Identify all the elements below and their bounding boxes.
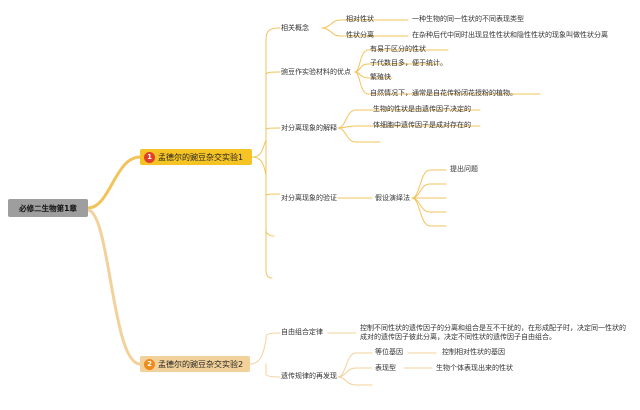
topic-rediscovery[interactable]: 遗传规律的再发现 xyxy=(281,372,337,380)
verification-method[interactable]: 假设演绎法 xyxy=(375,194,410,202)
root-to-branch2-line xyxy=(86,208,142,366)
advantage-item: 繁殖快 xyxy=(370,73,391,81)
law-description: 控制不同性状的遗传因子的分离和组合是互不干扰的，在形成配子时，决定同一性状的成对… xyxy=(360,324,626,341)
root-to-branch1-line xyxy=(86,155,142,210)
root-label: 必修二生物第1章 xyxy=(19,203,77,213)
definition-phenotype: 生物个体表现出来的性状 xyxy=(436,364,513,372)
topic-verification[interactable]: 对分离现象的验证 xyxy=(281,194,337,202)
branch-node-2[interactable]: 2 孟德尔的豌豆杂交实验2 xyxy=(140,356,250,372)
advantage-item: 子代数目多，便于统计。 xyxy=(370,59,447,67)
topic-free-combination-law[interactable]: 自由组合定律 xyxy=(281,328,323,336)
branch1-title: 孟德尔的豌豆杂交实验1 xyxy=(158,152,244,162)
number-badge-1: 1 xyxy=(144,151,155,163)
term-allele[interactable]: 等位基因 xyxy=(375,348,403,356)
term-phenotype[interactable]: 表现型 xyxy=(375,364,396,372)
topic-concepts[interactable]: 相关概念 xyxy=(281,24,309,32)
branch-node-1[interactable]: 1 孟德尔的豌豆杂交实验1 xyxy=(140,149,252,165)
explanation-item: 生物的性状是由遗传因子决定的 xyxy=(373,105,471,113)
topic-explanation[interactable]: 对分离现象的解释 xyxy=(281,124,337,132)
definition-allele: 控制相对性状的基因 xyxy=(442,348,505,356)
definition-relative-trait: 一种生物的同一性状的不同表现类型 xyxy=(412,15,524,23)
number-badge-2: 2 xyxy=(144,358,155,370)
verification-step: 提出问题 xyxy=(450,165,478,173)
root-node[interactable]: 必修二生物第1章 xyxy=(8,199,88,217)
advantage-item: 自然情况下，通常是自花传粉闭花授粉的植物。 xyxy=(370,89,517,97)
branch2-bracket xyxy=(249,332,281,378)
explanation-item: 体细胞中遗传因子是成对存在的 xyxy=(373,121,471,129)
branch2-title: 孟德尔的豌豆杂交实验2 xyxy=(158,359,244,369)
branch1-bracket xyxy=(251,27,281,279)
advantage-item: 有易于区分的性状 xyxy=(370,45,426,53)
definition-trait-segregation: 在杂种后代中同时出现显性性状和隐性性状的现象叫做性状分离 xyxy=(412,31,608,39)
term-relative-trait[interactable]: 相对性状 xyxy=(346,15,374,23)
topic-advantages[interactable]: 豌豆作实验材料的优点 xyxy=(281,68,351,76)
term-trait-segregation[interactable]: 性状分离 xyxy=(346,31,374,39)
